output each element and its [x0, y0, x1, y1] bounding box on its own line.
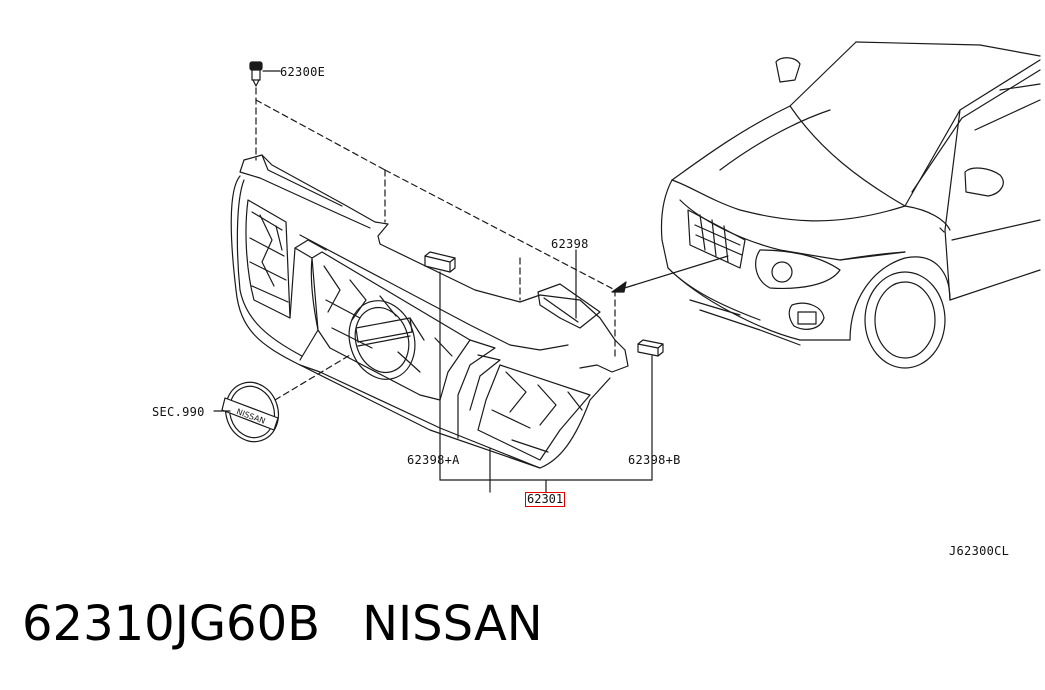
diagram-code: J62300CL — [949, 544, 1010, 558]
vehicle-sketch — [660, 41, 1041, 369]
leader-dashed — [274, 354, 351, 401]
pad-a-part — [424, 251, 456, 273]
label-62300e: 62300E — [280, 65, 326, 79]
pad-b-part — [637, 339, 664, 357]
brand-name: NISSAN — [362, 596, 543, 652]
clip-62300e-part — [249, 61, 281, 87]
leader-dashed — [384, 169, 616, 291]
part-number: 62310JG60B — [22, 596, 321, 652]
bracket-62398-part — [537, 283, 601, 329]
label-62398: 62398 — [551, 237, 589, 251]
label-62301-highlighted[interactable]: 62301 — [525, 492, 566, 507]
part-caption: 62310JG60B NISSAN — [22, 596, 585, 652]
leader-dashed — [255, 99, 386, 171]
nissan-emblem-part: NISSAN — [221, 381, 280, 443]
location-arrow — [611, 255, 729, 293]
grille-assembly — [230, 154, 629, 469]
label-62398-b: 62398+B — [628, 453, 681, 467]
label-sec-990: SEC.990 — [152, 405, 205, 419]
label-62398-a: 62398+A — [407, 453, 460, 467]
